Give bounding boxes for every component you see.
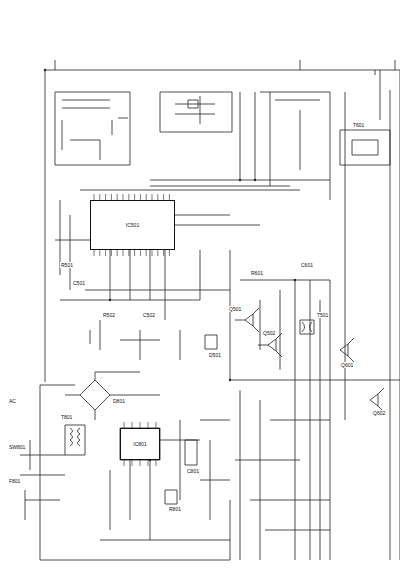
part-label: C501	[72, 280, 86, 286]
ic-pin	[111, 250, 112, 256]
ic-pin	[99, 250, 100, 256]
part-label: Q601	[340, 362, 354, 368]
part-label: D801	[112, 398, 126, 404]
part-name: IC501	[91, 222, 174, 228]
ic-pin	[123, 250, 124, 256]
ic-pin	[156, 460, 157, 466]
part-label: C801	[186, 468, 200, 474]
part-label: T501	[316, 312, 329, 318]
ic-pin	[94, 250, 95, 256]
part-label: Q501	[228, 306, 242, 312]
part-label: R601	[250, 270, 264, 276]
part-name: IC801	[121, 441, 159, 447]
part-label: R502	[102, 312, 116, 318]
ic-pin	[148, 460, 149, 466]
part-label: D501	[208, 352, 222, 358]
ic-pin	[140, 460, 141, 466]
ic-pin	[169, 250, 170, 256]
part-label: R801	[168, 506, 182, 512]
ic-pin	[105, 250, 106, 256]
ic-pin	[124, 460, 125, 466]
part-label: Q602	[372, 410, 386, 416]
part-label: C502	[142, 312, 156, 318]
ic-pin	[134, 250, 135, 256]
part-label: T601	[352, 122, 365, 128]
part-label: F801	[8, 478, 21, 484]
part-label: T801	[60, 414, 73, 420]
ic-pin	[128, 250, 129, 256]
ic-block: IC801	[120, 428, 160, 460]
part-label: R501	[60, 262, 74, 268]
part-label: SW801	[8, 444, 26, 450]
ic-pin	[157, 250, 158, 256]
part-label: AC	[8, 398, 17, 404]
ic-pin	[146, 250, 147, 256]
ic-pin	[163, 250, 164, 256]
part-label: Q502	[262, 330, 276, 336]
ic-pin	[132, 460, 133, 466]
ic-pin	[152, 250, 153, 256]
ic-block: IC501	[90, 200, 175, 250]
ic-pin	[140, 250, 141, 256]
part-label: C601	[300, 262, 314, 268]
ic-pin	[117, 250, 118, 256]
